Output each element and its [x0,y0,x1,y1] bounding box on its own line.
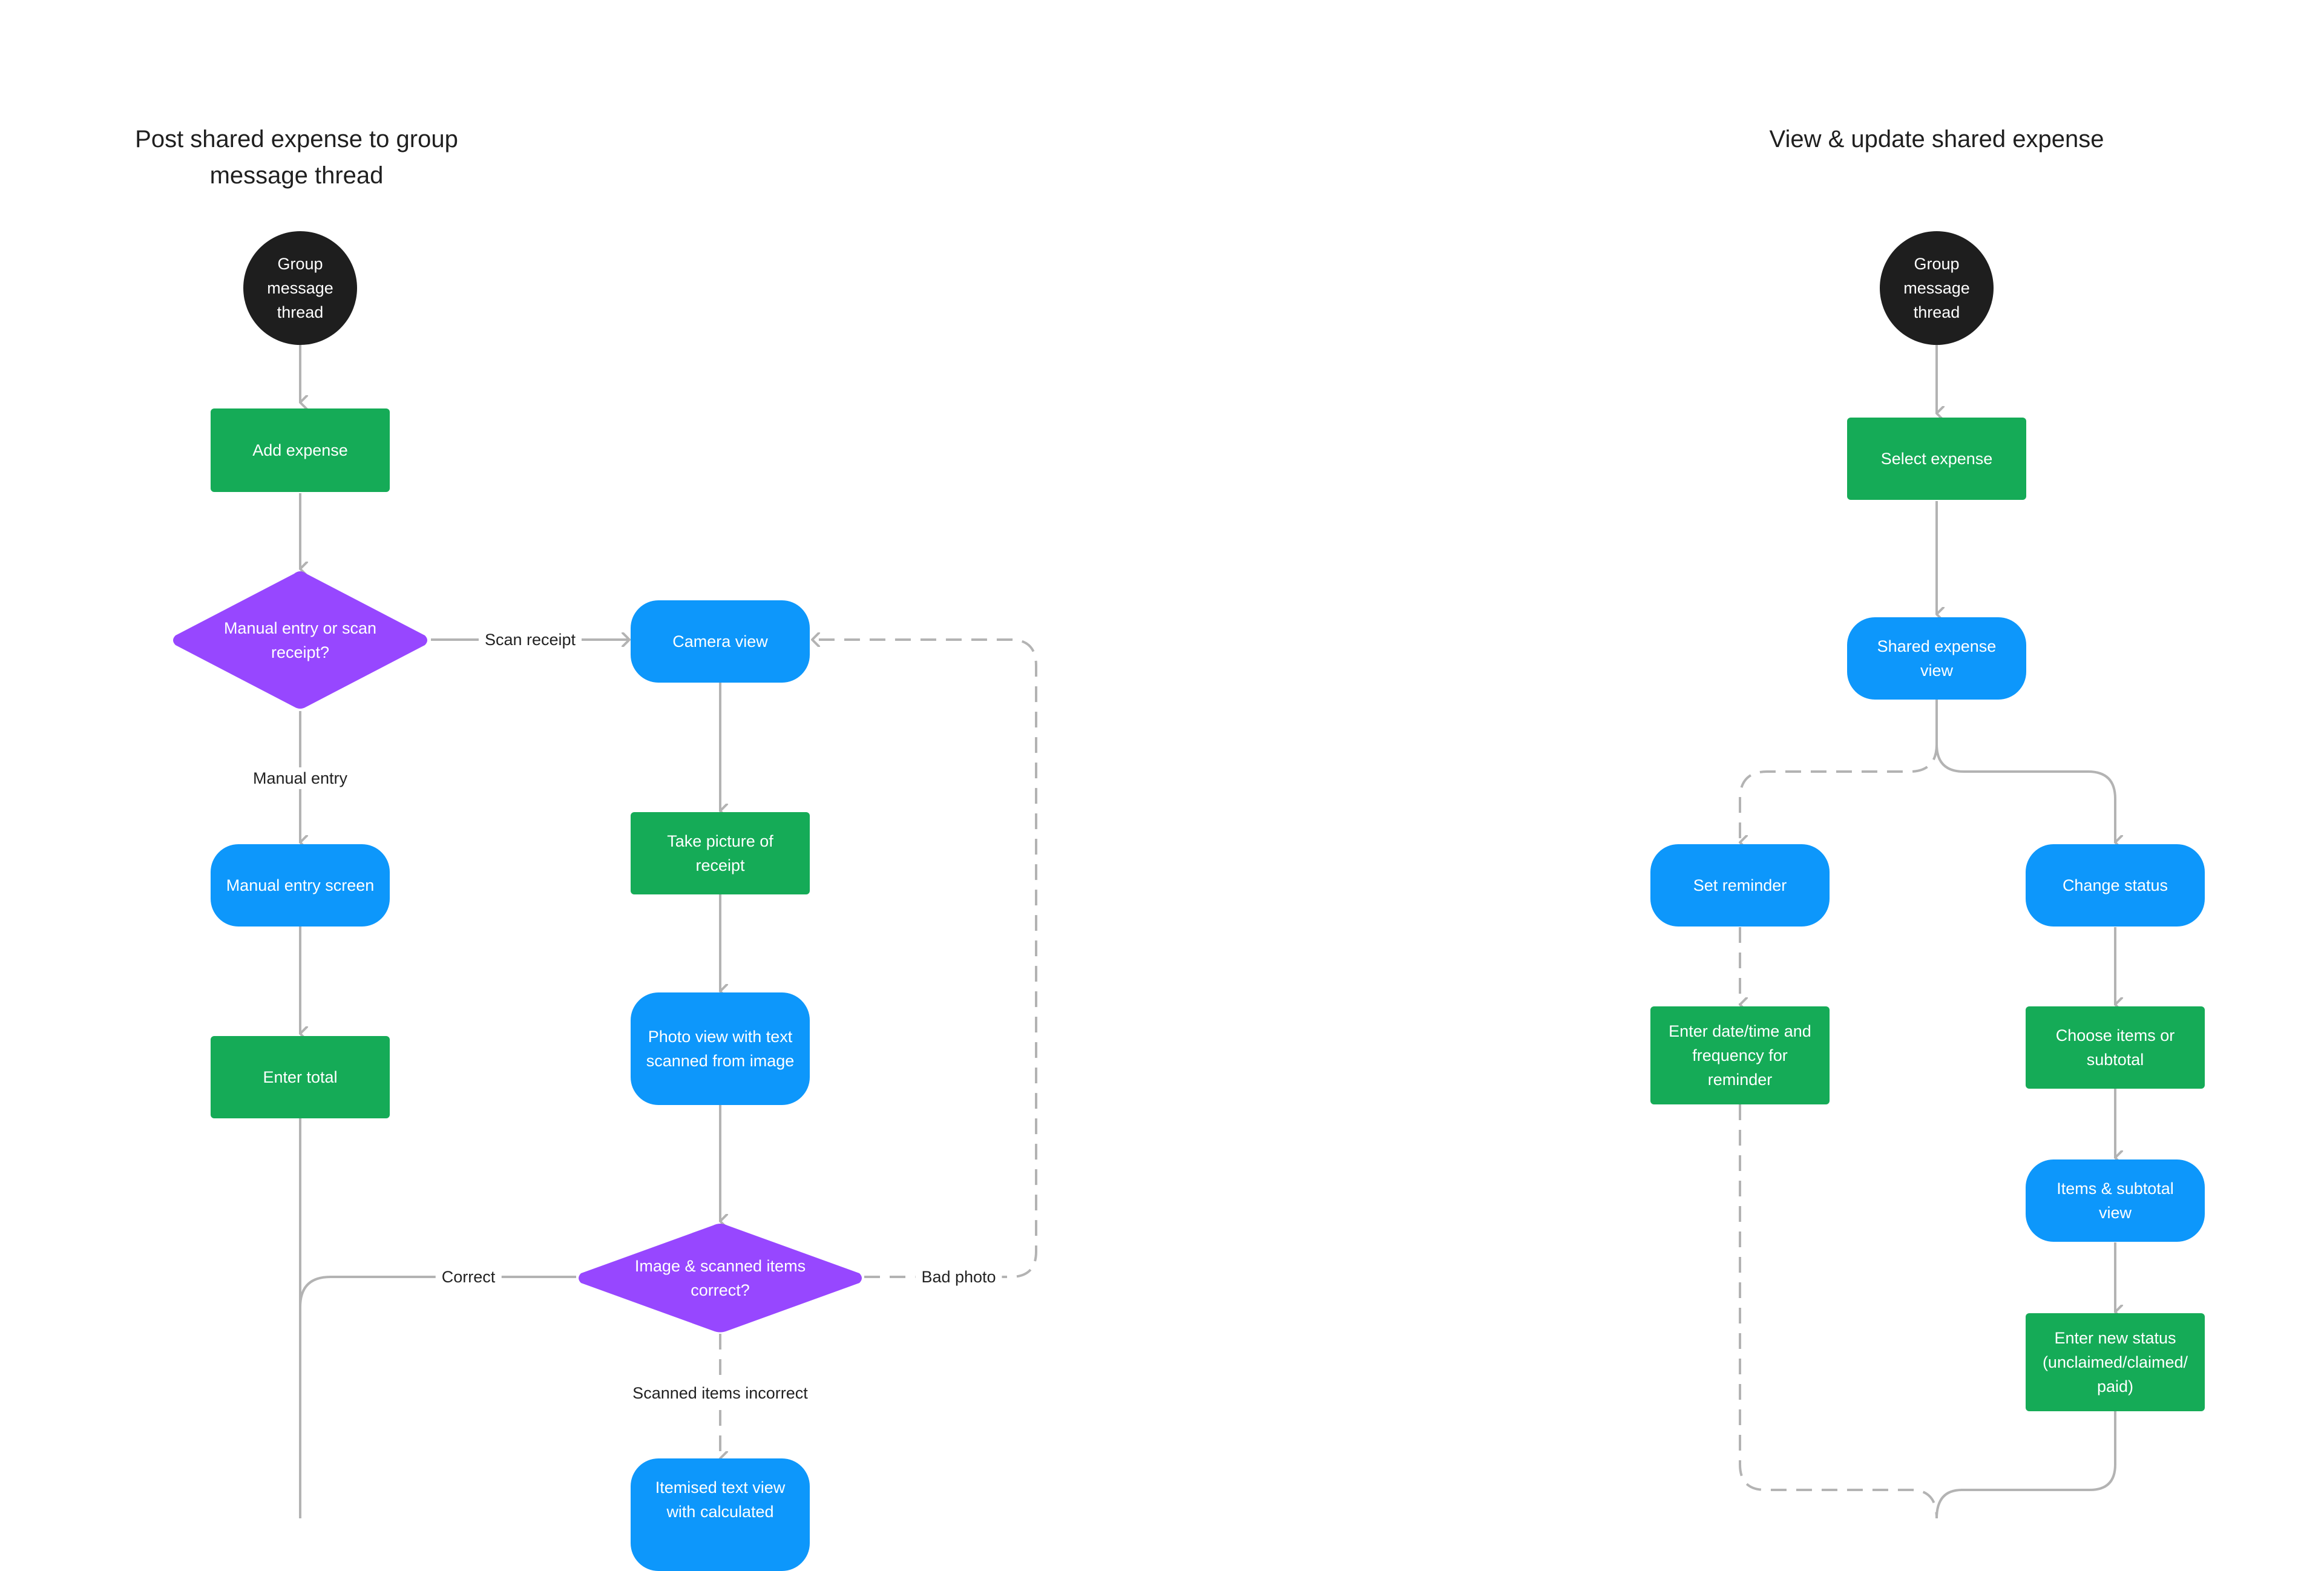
node-decision-scan-correct: Image & scanned items correct? [574,1221,867,1335]
edge-label-correct: Correct [435,1266,502,1288]
node-camera-view: Camera view [631,600,810,683]
edge-label-scanned-incorrect: Scanned items incorrect [626,1382,814,1404]
edge-r-status-down [1935,1411,2116,1518]
node-items-subtotal-view: Items & subtotal view [2026,1159,2205,1242]
node-set-reminder: Set reminder [1650,844,1830,927]
node-group-message-thread-right: Group message thread [1880,231,1994,345]
connector-layer [299,344,2324,1518]
edge-r-view-to-change [1935,699,2115,842]
decision-manual-or-scan-label: Manual entry or scan receipt? [223,619,377,661]
node-group-message-thread-left: Group message thread [243,231,357,345]
edge-r-enter-reminder-down [1739,1104,1938,1518]
edge-label-bad-photo: Bad photo [915,1266,1002,1288]
edge-label-manual-entry: Manual entry [246,767,354,789]
decision-scan-correct-label: Image & scanned items correct? [634,1257,806,1299]
left-flow-title: Post shared expense to group message thr… [135,126,458,189]
node-decision-manual-or-scan: Manual entry or scan receipt? [169,569,431,712]
node-enter-new-status: Enter new status (unclaimed/claimed/ pai… [2026,1313,2205,1411]
node-enter-total: Enter total [211,1036,390,1118]
edge-r-view-to-reminder [1739,744,1938,842]
node-add-expense: Add expense [211,408,390,492]
node-manual-entry-screen: Manual entry screen [211,844,390,927]
node-enter-reminder: Enter date/time and frequency for remind… [1650,1006,1830,1104]
node-itemised-text-view: Itemised text view with calculated [631,1458,810,1571]
node-change-status: Change status [2026,844,2205,927]
node-photo-view: Photo view with text scanned from image [631,992,810,1105]
node-shared-expense-view: Shared expense view [1847,617,2026,700]
node-take-picture: Take picture of receipt [631,812,810,894]
node-choose-items: Choose items or subtotal [2026,1006,2205,1089]
edge-correct [299,1276,576,1308]
edge-bad-photo [812,640,1037,1278]
edge-label-scan-receipt: Scan receipt [478,629,582,651]
node-select-expense: Select expense [1847,418,2026,500]
right-flow-title: View & update shared expense [1769,126,2104,153]
